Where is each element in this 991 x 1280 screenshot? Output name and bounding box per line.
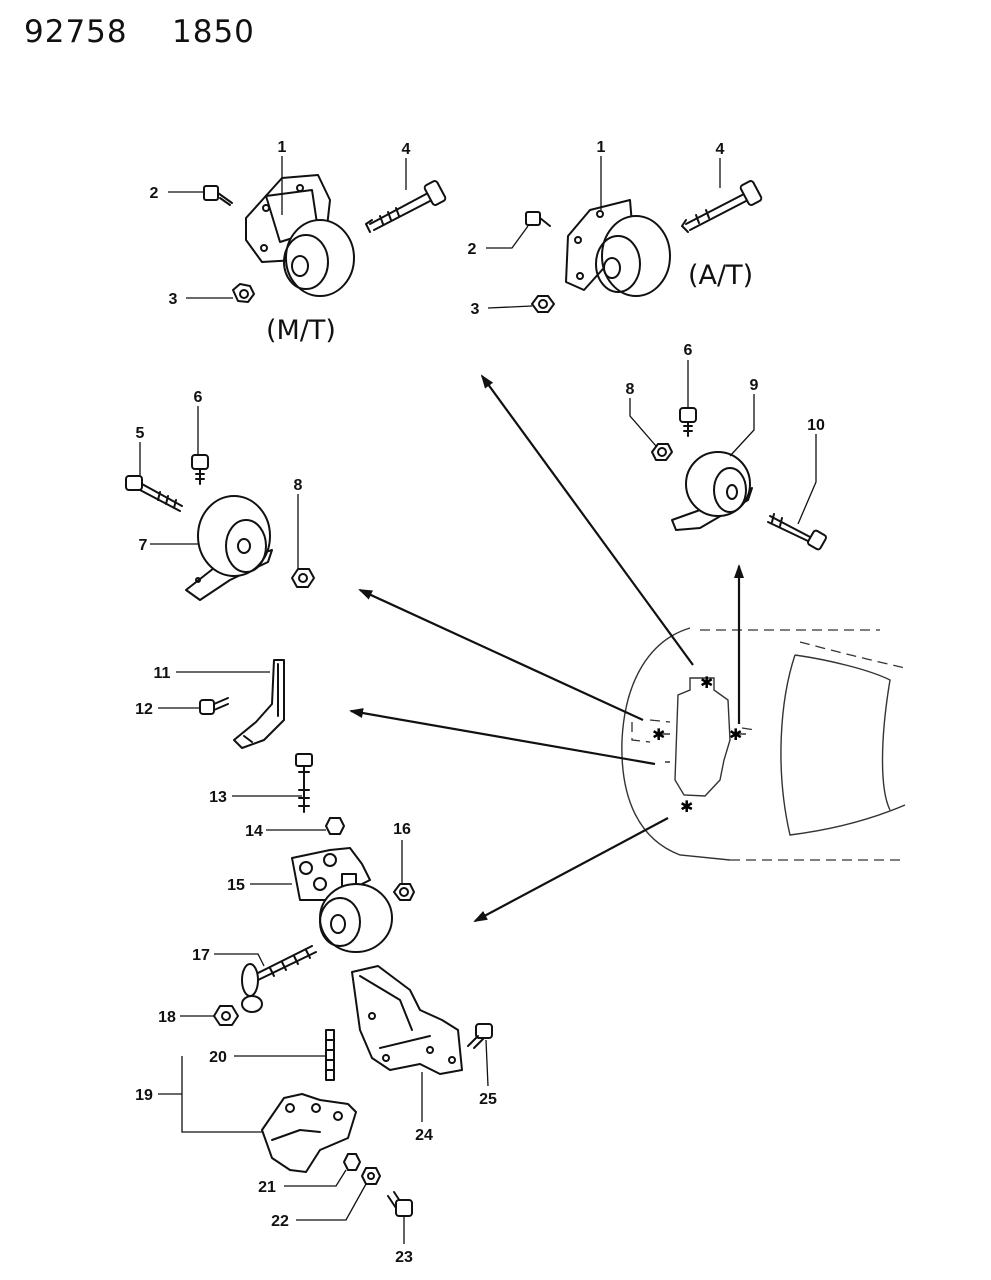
callout-12: 12 <box>135 701 153 718</box>
svg-text:✱: ✱ <box>729 725 742 744</box>
figure-number: 92758 <box>24 14 128 50</box>
nut-18 <box>213 1005 239 1026</box>
right-nut-8 <box>651 443 673 461</box>
callout-at-1: 1 <box>597 139 606 156</box>
callout-left-5: 5 <box>136 425 145 442</box>
callout-16: 16 <box>393 821 411 838</box>
callout-left-7: 7 <box>139 537 148 554</box>
callout-right-10: 10 <box>807 417 825 434</box>
callout-24: 24 <box>415 1127 433 1144</box>
callout-11: 11 <box>154 665 171 682</box>
callout-21: 21 <box>258 1179 276 1196</box>
bolt-23 <box>387 1191 413 1217</box>
manual-transmission-note: (M/T) <box>266 315 336 346</box>
callout-15: 15 <box>227 877 245 894</box>
engine-mount-markers: ✱ ✱ ✱ ✱ <box>652 673 742 816</box>
callout-25: 25 <box>479 1091 497 1108</box>
bracket-24 <box>351 965 463 1075</box>
rear-mount-15 <box>291 847 393 953</box>
mt-bolt-2 <box>203 185 233 206</box>
nut-14 <box>325 817 345 835</box>
callout-at-2: 2 <box>468 241 477 258</box>
at-nut-3 <box>531 295 555 313</box>
callout-mt-1: 1 <box>278 139 287 156</box>
callout-at-3: 3 <box>471 301 480 318</box>
right-mount-9 <box>671 451 753 531</box>
front-bolt-5 <box>125 475 183 512</box>
callout-13: 13 <box>209 789 227 806</box>
vehicle-outline <box>621 627 906 861</box>
callout-18: 18 <box>158 1009 176 1026</box>
leader-lines <box>139 156 817 1244</box>
front-bolt-6 <box>191 454 209 485</box>
callout-left-6: 6 <box>194 389 203 406</box>
bolt-12 <box>199 697 229 715</box>
nut-22 <box>361 1167 381 1185</box>
at-transaxle-mount <box>565 199 671 297</box>
stud-20 <box>325 1029 335 1081</box>
front-nut-8 <box>291 568 315 588</box>
nut-16 <box>393 883 415 901</box>
bracket-11 <box>233 659 285 749</box>
svg-text:✱: ✱ <box>680 797 693 816</box>
mt-bolt-4 <box>365 180 447 233</box>
callout-at-4: 4 <box>716 141 725 158</box>
callout-mt-2: 2 <box>150 185 159 202</box>
right-bolt-6 <box>679 407 697 437</box>
callout-mt-4: 4 <box>402 141 411 158</box>
callout-mt-3: 3 <box>169 291 178 308</box>
front-mount-7 <box>185 495 273 601</box>
stud-13 <box>295 753 313 813</box>
callout-right-8: 8 <box>626 381 635 398</box>
svg-text:✱: ✱ <box>700 673 713 692</box>
at-bolt-4 <box>681 180 763 233</box>
callout-20: 20 <box>209 1049 227 1066</box>
automatic-transmission-note: (A/T) <box>688 260 753 291</box>
nut-21 <box>343 1153 361 1171</box>
callout-23: 23 <box>395 1249 413 1266</box>
pointer-arrows <box>349 374 744 922</box>
bolt-17 <box>241 945 317 1013</box>
bracket-19 <box>261 1093 357 1173</box>
bolt-25 <box>467 1023 493 1049</box>
callout-19: 19 <box>135 1087 153 1104</box>
callout-17: 17 <box>192 947 210 964</box>
callout-14: 14 <box>245 823 263 840</box>
at-bolt-2 <box>525 211 551 227</box>
svg-text:✱: ✱ <box>652 725 665 744</box>
arrow-to-front-mount <box>358 589 644 721</box>
callout-right-6: 6 <box>684 342 693 359</box>
callout-numbers: 1 2 3 4 1 2 3 4 6 8 9 10 5 6 7 8 11 12 1… <box>135 139 825 1266</box>
callout-right-9: 9 <box>750 377 759 394</box>
group-code: 1850 <box>172 14 255 50</box>
arrow-to-rear-mount <box>473 817 669 922</box>
right-bolt-10 <box>767 513 827 551</box>
callout-left-8: 8 <box>294 477 303 494</box>
arrow-to-transaxle-mount <box>480 374 694 666</box>
arrow-to-bracket <box>349 708 656 766</box>
mt-transaxle-mount <box>245 174 355 297</box>
callout-22: 22 <box>271 1213 289 1230</box>
mt-nut-3 <box>232 283 255 303</box>
